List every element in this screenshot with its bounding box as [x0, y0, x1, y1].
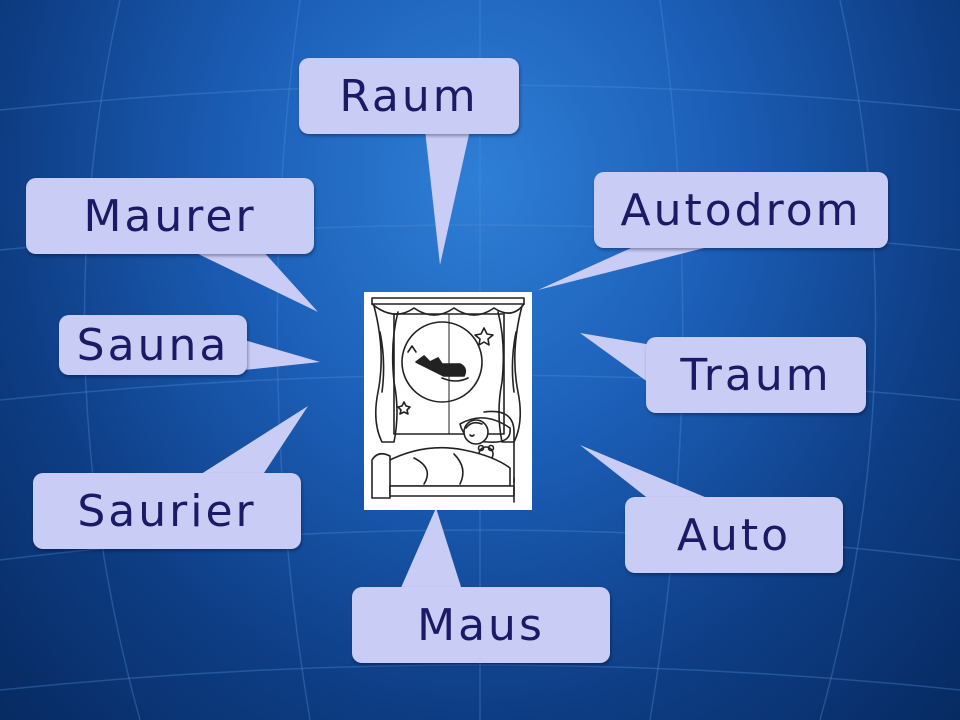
word-bubble-sauna: Sauna — [59, 315, 247, 375]
auto-bubble-tail — [580, 445, 712, 500]
word-auto: Auto — [676, 509, 792, 561]
word-bubble-raum: Raum — [299, 58, 519, 134]
maus-bubble-tail — [400, 508, 462, 590]
saurier-bubble-tail — [198, 406, 308, 476]
sleeping-child-picture — [364, 292, 532, 510]
word-maus: Maus — [417, 599, 545, 651]
sleeping-child-dreaming-of-santa-sleigh-icon — [371, 297, 525, 503]
word-bubble-saurier: Saurier — [33, 473, 301, 549]
word-saurier: Saurier — [77, 485, 257, 537]
word-bubble-auto: Auto — [625, 497, 843, 573]
word-autodrom: Autodrom — [620, 184, 862, 236]
word-maurer: Maurer — [83, 190, 257, 242]
word-bubble-autodrom: Autodrom — [594, 172, 888, 248]
autodrom-bubble-tail — [538, 244, 720, 290]
traum-bubble-tail — [580, 333, 652, 385]
word-bubble-maurer: Maurer — [26, 178, 314, 254]
word-bubble-maus: Maus — [352, 587, 610, 663]
sauna-bubble-tail — [244, 340, 320, 370]
raum-bubble-tail — [425, 130, 470, 265]
word-raum: Raum — [339, 70, 479, 122]
word-sauna: Sauna — [76, 319, 230, 371]
word-traum: Traum — [680, 349, 832, 401]
word-bubble-traum: Traum — [646, 337, 866, 413]
maurer-bubble-tail — [190, 250, 318, 312]
